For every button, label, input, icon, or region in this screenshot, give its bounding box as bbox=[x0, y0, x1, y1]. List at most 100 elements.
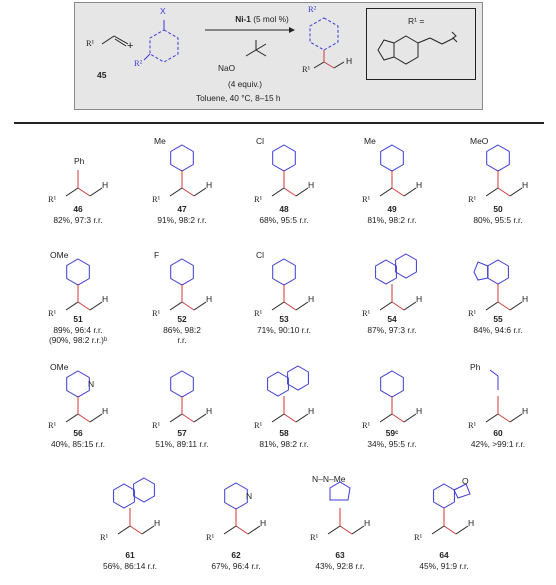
nitrogen-label: N bbox=[246, 491, 252, 501]
r1-label: R¹ bbox=[100, 532, 109, 542]
compound-number: 53 bbox=[279, 314, 289, 324]
yield-ratio: 81%, 98:2 r.r. bbox=[259, 438, 309, 449]
r1-label: R¹ bbox=[414, 532, 423, 542]
substituent-label: MeO bbox=[470, 136, 489, 146]
compound-number: 58 bbox=[279, 428, 289, 438]
r1-label: R¹ bbox=[152, 194, 161, 204]
r1-label: R¹ bbox=[310, 532, 319, 542]
base-label: NaO bbox=[218, 63, 236, 73]
product-structure-55: R¹H bbox=[468, 259, 528, 318]
compound-number: 61 bbox=[125, 550, 135, 560]
substituent-label: F bbox=[154, 250, 159, 260]
r2-label-product: R² bbox=[308, 4, 317, 14]
yield-ratio: 43%, 92:8 r.r. bbox=[315, 560, 365, 571]
reaction-scheme-box bbox=[74, 2, 483, 110]
compound-number: 62 bbox=[231, 550, 241, 560]
catalyst-loading: (5 mol %) bbox=[253, 14, 289, 24]
yield-ratio: 42%, >99:1 r.r. bbox=[470, 438, 526, 449]
product-structure-59: R¹ H bbox=[362, 370, 422, 430]
r1-label: R¹ bbox=[152, 420, 161, 430]
yield-ratio: 87%, 97:3 r.r. bbox=[367, 324, 417, 335]
compound-number: 54 bbox=[387, 314, 397, 324]
h-label: H bbox=[416, 294, 422, 304]
compound-number: 52 bbox=[177, 314, 187, 324]
compound-number: 49 bbox=[387, 204, 397, 214]
r1-label: R¹ bbox=[362, 194, 371, 204]
yield-ratio: 91%, 98:2 r.r. bbox=[157, 214, 207, 225]
r1-label: R¹ bbox=[206, 532, 215, 542]
substituent-label: Cl bbox=[256, 250, 264, 260]
h-label-product: H bbox=[346, 56, 353, 66]
compound-number: 47 bbox=[177, 204, 187, 214]
alkene-45-structure bbox=[101, 35, 129, 47]
substituent-label: Cl bbox=[256, 136, 264, 146]
compound-number: 55 bbox=[493, 314, 503, 324]
r1-label-product: R¹ bbox=[302, 64, 311, 74]
product-structure-57: R¹ H bbox=[152, 370, 212, 430]
r1-label: R¹ bbox=[468, 308, 477, 318]
catalyst-name: Ni-1 bbox=[235, 14, 251, 24]
r1-definition-label: R¹ = bbox=[408, 16, 425, 26]
h-label: H bbox=[102, 294, 108, 304]
h-label: H bbox=[206, 180, 212, 190]
yield-ratio: 68%, 95:5 r.r. bbox=[259, 214, 309, 225]
product-structure-58: R¹H bbox=[254, 365, 314, 430]
substituent-label: N–N–Me bbox=[312, 474, 346, 484]
r1-label: R¹ bbox=[254, 308, 263, 318]
yield-ratio: 80%, 95:5 r.r. bbox=[473, 214, 523, 225]
h-label: H bbox=[522, 406, 528, 416]
aryl-halide-structure bbox=[143, 20, 179, 63]
yield-ratio: 56%, 86:14 r.r. bbox=[102, 560, 157, 571]
compound-number: 57 bbox=[177, 428, 187, 438]
yield-ratio: 40%, 85:15 r.r. bbox=[50, 438, 105, 449]
yield-ratio-secondary: r.r. bbox=[177, 335, 187, 345]
compound-number: 48 bbox=[279, 204, 289, 214]
r1-label: R¹ bbox=[362, 420, 371, 430]
h-label: H bbox=[416, 406, 422, 416]
benzodioxole-r1-structure bbox=[377, 31, 458, 65]
x-label: X bbox=[160, 6, 166, 16]
h-label: H bbox=[206, 406, 212, 416]
h-label: H bbox=[522, 180, 528, 190]
h-label: H bbox=[206, 294, 212, 304]
base-equiv: (4 equiv.) bbox=[228, 79, 262, 89]
substituent-label: OMe bbox=[50, 362, 69, 372]
substituent-label: Me bbox=[154, 136, 166, 146]
yield-ratio: 34%, 95:5 r.r. bbox=[367, 438, 417, 449]
h-label: H bbox=[260, 518, 266, 528]
compound-number: 60 bbox=[493, 428, 503, 438]
h-label: H bbox=[416, 180, 422, 190]
substituent-label: Me bbox=[364, 136, 376, 146]
substituent-label: OMe bbox=[50, 250, 69, 260]
compound-number: 59ᶜ bbox=[385, 428, 399, 438]
h-label: H bbox=[154, 518, 160, 528]
r2-label-halide: R² bbox=[134, 58, 143, 68]
reaction-arrow bbox=[205, 27, 295, 33]
